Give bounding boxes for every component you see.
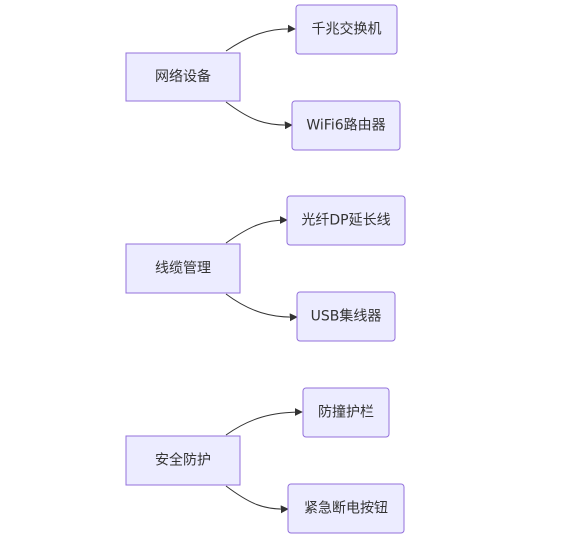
node-emergency-power-off[interactable]: 紧急断电按钮 (287, 483, 405, 534)
node-label: 安全防护 (155, 452, 211, 469)
node-label: 线缆管理 (155, 261, 211, 277)
edge-network-to-switch (225, 24, 296, 52)
node-cable-management[interactable]: 线缆管理 (125, 243, 241, 294)
node-wifi6-router[interactable]: WiFi6路由器 (291, 100, 401, 151)
node-network-devices[interactable]: 网络设备 (125, 52, 241, 102)
node-collision-guardrail[interactable]: 防撞护栏 (302, 387, 390, 438)
group-network-devices: 网络设备 千兆交换机 WiFi6路由器 (125, 4, 401, 151)
group-safety-protection: 安全防护 防撞护栏 紧急断电按钮 (125, 387, 405, 534)
node-label: 防撞护栏 (318, 405, 374, 421)
edge-cable-to-usb (225, 293, 298, 322)
node-gigabit-switch[interactable]: 千兆交换机 (295, 4, 398, 55)
edge-cable-to-fiber (225, 216, 288, 244)
edge-safety-to-emergency (225, 485, 289, 514)
node-label: 紧急断电按钮 (304, 501, 388, 517)
node-label: USB集线器 (311, 308, 382, 325)
node-label: WiFi6路由器 (306, 118, 385, 134)
node-label: 光纤DP延长线 (301, 213, 390, 229)
edge-network-to-router (225, 101, 293, 130)
node-label: 千兆交换机 (312, 21, 382, 38)
node-fiber-dp-extension[interactable]: 光纤DP延长线 (286, 195, 406, 246)
node-usb-hub[interactable]: USB集线器 (296, 291, 396, 342)
node-safety-protection[interactable]: 安全防护 (125, 435, 241, 486)
node-label: 网络设备 (155, 68, 211, 85)
edge-safety-to-guardrail (225, 408, 303, 436)
group-cable-management: 线缆管理 光纤DP延长线 USB集线器 (125, 195, 406, 342)
